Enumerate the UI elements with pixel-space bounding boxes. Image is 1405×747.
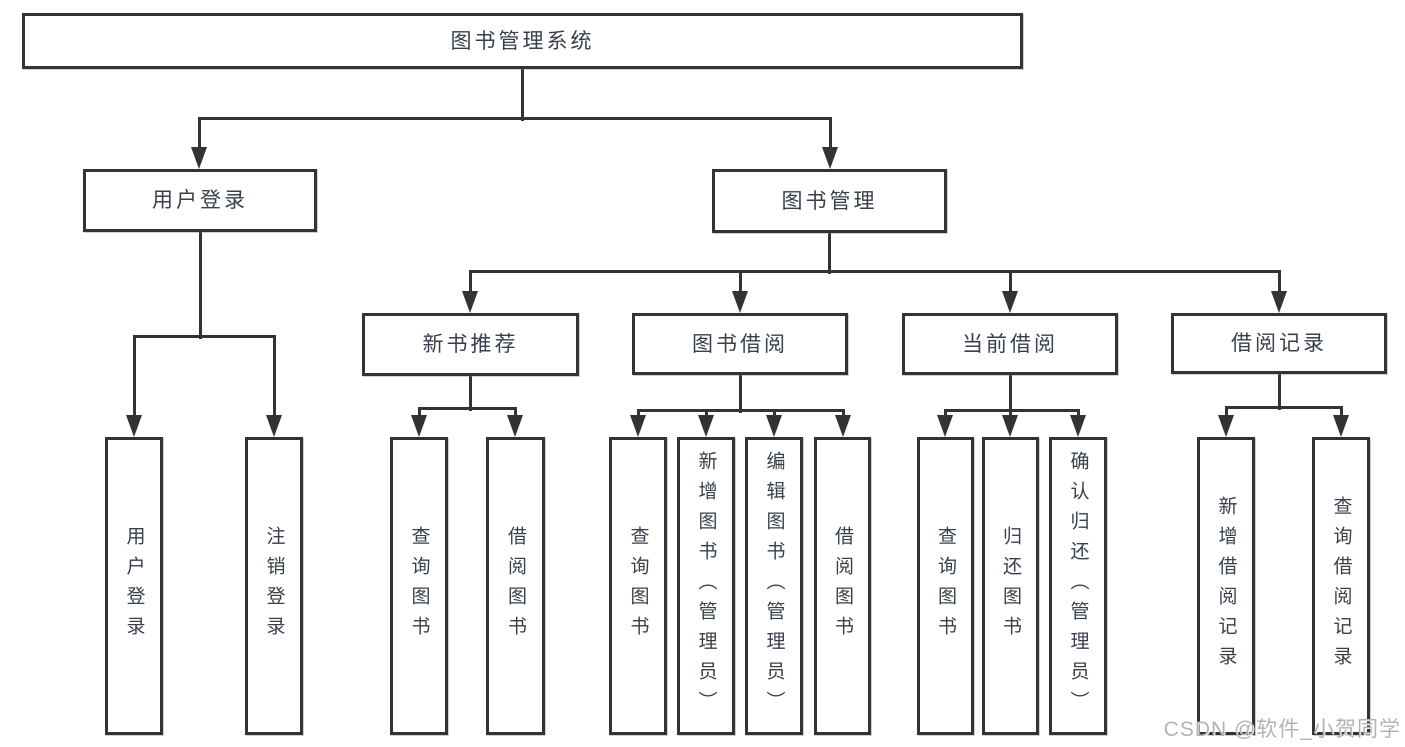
node-label: 归还图书: [1000, 526, 1021, 646]
node-nbr-borrow-book: 借阅图书: [486, 437, 545, 735]
arrowhead-down-icon: [462, 291, 478, 313]
connector-line: [1277, 271, 1281, 297]
node-bb-add-book: 新增图书（管理员）: [677, 437, 735, 735]
node-label: 查询图书: [627, 526, 649, 646]
node-current-borrow: 当前借阅: [902, 313, 1118, 375]
connector-line: [828, 118, 832, 153]
arrowhead-down-icon: [411, 415, 427, 437]
connector-line: [417, 406, 517, 410]
connector-line: [468, 376, 472, 411]
arrowhead-down-icon: [766, 415, 782, 437]
node-label: 新增借阅记录: [1215, 496, 1237, 676]
arrowhead-down-icon: [937, 415, 953, 437]
connector-line: [827, 233, 831, 274]
node-root: 图书管理系统: [22, 13, 1023, 69]
node-label: 借阅记录: [1231, 332, 1327, 355]
node-label: 注销登录: [263, 526, 285, 646]
arrowhead-down-icon: [266, 415, 282, 437]
node-label: 查询图书: [935, 526, 956, 646]
connector-line: [1008, 271, 1012, 297]
arrowhead-down-icon: [1218, 415, 1234, 437]
connector-line: [197, 118, 201, 153]
node-label: 图书管理系统: [450, 29, 595, 53]
connector-line: [1224, 407, 1228, 421]
arrowhead-down-icon: [1070, 415, 1086, 437]
arrowhead-down-icon: [698, 415, 714, 437]
node-label: 确认归还（管理员）: [1067, 451, 1089, 721]
node-bb-edit-book: 编辑图书（管理员）: [745, 437, 803, 735]
arrowhead-down-icon: [1333, 415, 1349, 437]
node-label: 图书管理: [781, 189, 878, 213]
connector-line: [520, 69, 524, 121]
arrowhead-down-icon: [630, 415, 646, 437]
arrowhead-down-icon: [507, 415, 523, 437]
node-book-management: 图书管理: [712, 169, 947, 233]
node-user-login: 用户登录: [105, 437, 163, 735]
arrowhead-down-icon: [1002, 415, 1018, 437]
arrowhead-down-icon: [835, 415, 851, 437]
connector-line: [468, 269, 1281, 273]
node-cb-confirm-return: 确认归还（管理员）: [1049, 437, 1107, 735]
connector-line: [1224, 405, 1343, 409]
node-nbr-query-book: 查询图书: [390, 437, 448, 735]
node-bb-borrow-book: 借阅图书: [814, 437, 871, 735]
node-label: 用户登录: [152, 189, 248, 212]
node-borrow-record: 借阅记录: [1171, 313, 1387, 374]
node-user-logout: 注销登录: [245, 437, 303, 735]
node-book-borrow: 图书借阅: [632, 313, 848, 375]
node-label: 当前借阅: [962, 332, 1058, 356]
connector-line: [1277, 374, 1281, 410]
node-label: 编辑图书（管理员）: [763, 451, 785, 721]
node-new-book-rec: 新书推荐: [362, 313, 579, 376]
node-label: 借阅图书: [505, 526, 526, 646]
node-cb-return-book: 归还图书: [982, 437, 1039, 735]
arrowhead-down-icon: [732, 291, 748, 313]
node-br-add-record: 新增借阅记录: [1197, 437, 1255, 735]
csdn-watermark: CSDN @软件_小贺同学: [1163, 718, 1401, 741]
node-label: 借阅图书: [832, 526, 853, 646]
node-label: 查询图书: [408, 526, 430, 646]
node-label: 用户登录: [123, 526, 145, 646]
arrowhead-down-icon: [1002, 291, 1018, 313]
node-label: 新书推荐: [422, 333, 519, 356]
node-label: 查询借阅记录: [1330, 496, 1352, 676]
arrowhead-down-icon: [191, 147, 207, 169]
connector-line: [738, 375, 742, 413]
node-label: 图书借阅: [692, 332, 788, 356]
connector-line: [417, 408, 421, 421]
node-user-login-group: 用户登录: [83, 169, 317, 232]
connector-line: [197, 116, 832, 120]
connector-line: [198, 232, 202, 339]
connector-line: [513, 408, 517, 421]
arrowhead-down-icon: [822, 147, 838, 169]
node-cb-query-book: 查询图书: [917, 437, 974, 735]
connector-line: [738, 271, 742, 297]
arrowhead-down-icon: [126, 415, 142, 437]
node-br-query-record: 查询借阅记录: [1312, 437, 1370, 735]
node-label: 新增图书（管理员）: [695, 451, 717, 721]
connector-line: [1008, 375, 1012, 413]
arrowhead-down-icon: [1271, 291, 1287, 313]
connector-line: [636, 408, 845, 412]
node-bb-query-book: 查询图书: [609, 437, 667, 735]
connector-line: [943, 408, 1080, 412]
connector-line: [468, 271, 472, 297]
connector-line: [1339, 407, 1343, 421]
connector-line: [132, 334, 276, 338]
connector-line: [272, 336, 276, 421]
connector-line: [132, 336, 136, 421]
